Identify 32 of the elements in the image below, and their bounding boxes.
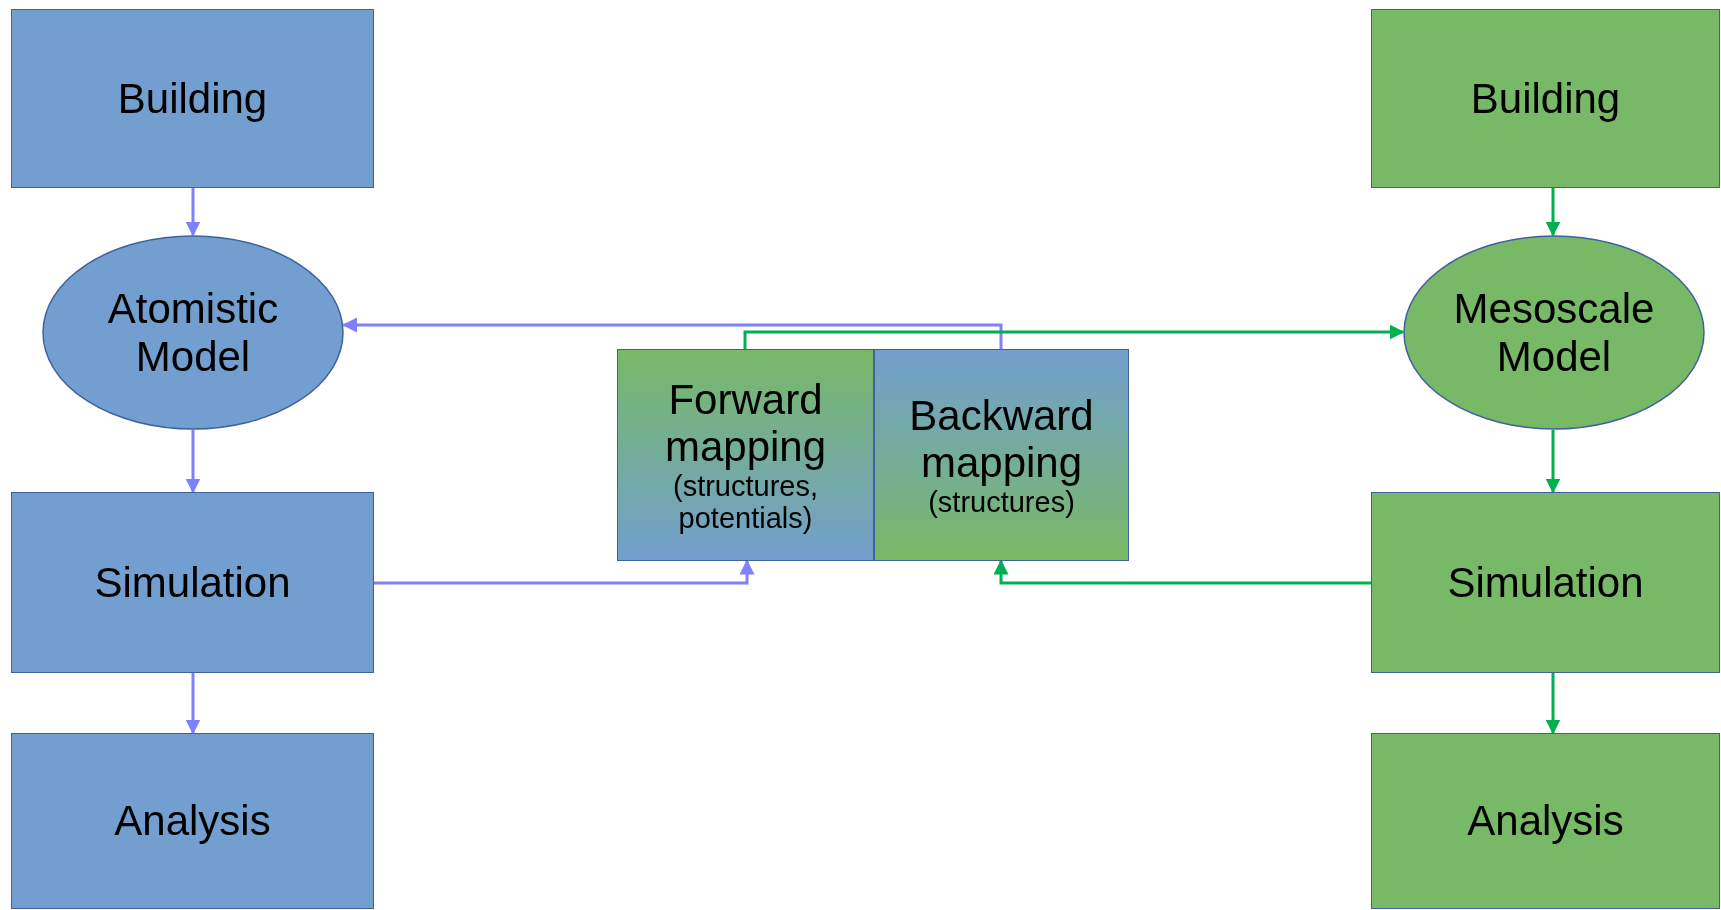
process-box	[1371, 9, 1720, 188]
node-label: Simulation	[1447, 559, 1644, 606]
node-label: Simulation	[94, 559, 291, 606]
node-label: Backward mapping	[908, 391, 1095, 486]
node-label: Building	[1470, 75, 1621, 122]
process-box	[11, 492, 374, 673]
mapping-box	[617, 349, 874, 561]
node-label: Building	[117, 75, 268, 122]
arrow	[185, 430, 201, 494]
model-ellipse	[1403, 235, 1705, 430]
arrow	[1545, 673, 1561, 735]
node-sublabel: (structures)	[928, 485, 1075, 519]
model-ellipse	[42, 235, 344, 430]
arrow	[185, 188, 201, 237]
node-sublabel: (structures, potentials)	[673, 469, 818, 535]
arrow	[374, 559, 755, 585]
arrow	[1545, 188, 1561, 237]
arrow	[993, 559, 1371, 585]
process-box	[11, 733, 374, 909]
mapping-box	[874, 349, 1129, 561]
node-label: Analysis	[114, 797, 271, 845]
node-label: Mesoscale Model	[1452, 285, 1656, 380]
node-label: Atomistic Model	[106, 285, 280, 380]
process-box	[1371, 492, 1720, 673]
arrow	[1545, 430, 1561, 494]
arrow	[743, 324, 1405, 349]
node-label: Forward mapping	[663, 375, 828, 470]
arrow	[185, 673, 201, 735]
arrow	[342, 317, 1003, 349]
process-box	[11, 9, 374, 188]
node-label: Analysis	[1467, 797, 1624, 845]
process-box	[1371, 733, 1720, 909]
